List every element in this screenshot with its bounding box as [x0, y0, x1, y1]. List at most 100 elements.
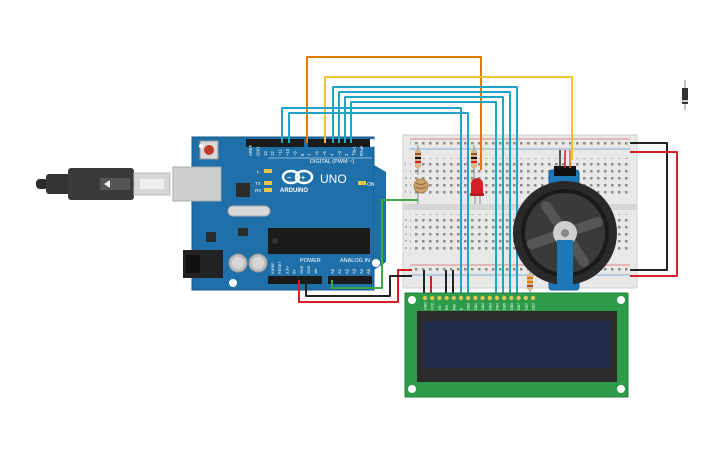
analog-header[interactable] — [328, 276, 372, 284]
usb-cable[interactable] — [36, 168, 171, 200]
lcd-pin[interactable] — [487, 295, 492, 301]
lcd-pin-label: V0 — [438, 306, 442, 310]
lcd-pin[interactable] — [451, 295, 456, 301]
digital-pin-label: ~5 — [322, 151, 327, 156]
wire-orange[interactable] — [306, 56, 482, 170]
diode[interactable] — [682, 80, 688, 110]
analog-pin-label: A0 — [330, 268, 335, 274]
lcd-pin-label: RW — [452, 303, 456, 310]
lcd-pin[interactable] — [458, 295, 464, 301]
wire-red[interactable] — [630, 151, 678, 277]
wire-yellow[interactable] — [324, 76, 573, 160]
row-letter: c — [405, 231, 407, 236]
lcd-pin-label: DB6 — [510, 303, 514, 310]
analog-pin-label: A4 — [359, 268, 364, 274]
mount-hole — [372, 259, 380, 267]
power-label: POWER — [300, 258, 321, 264]
digital-label: DIGITAL (PWM ~) — [310, 159, 354, 165]
photoresistor[interactable] — [413, 178, 429, 204]
row-letter: b — [405, 238, 408, 243]
lcd-pin[interactable] — [466, 295, 471, 301]
top-terminal-strip[interactable] — [410, 158, 630, 194]
l-led — [264, 169, 272, 173]
wire-red[interactable] — [298, 269, 412, 303]
rx-led-label: RX — [255, 188, 261, 193]
lcd-pin-label: DB3 — [488, 303, 492, 310]
rx-led — [264, 188, 272, 192]
red-led[interactable] — [470, 178, 484, 204]
digital-pin-label: ~11 — [278, 149, 283, 156]
wire-green[interactable] — [331, 199, 418, 289]
lcd-pin[interactable] — [430, 295, 435, 301]
digital-pin-label: 2 — [344, 153, 349, 156]
lcd-pin[interactable] — [516, 295, 521, 301]
analog-pin-label: A2 — [344, 268, 349, 274]
lcd-pin[interactable] — [480, 295, 485, 301]
row-letter: g — [405, 182, 407, 187]
digital-pin-label: ~10 — [285, 148, 290, 156]
lcd-pin-label: DB5 — [503, 303, 507, 310]
on-led-label: ON — [367, 182, 375, 188]
svg-text:−: − — [287, 175, 291, 182]
lcd-pin[interactable] — [502, 295, 507, 301]
lcd-pin-label: DB4 — [496, 303, 500, 310]
analog-label: ANALOG IN — [340, 258, 370, 264]
analog-pin-label: A1 — [337, 268, 342, 274]
analog-pin-label: A5 — [366, 268, 371, 274]
mount-hole — [229, 279, 237, 287]
svg-text:+: + — [301, 175, 305, 182]
lcd-pin[interactable] — [509, 295, 514, 301]
lcd-pin[interactable] — [494, 295, 500, 301]
digital-header-left[interactable] — [246, 139, 304, 147]
digital-pin-label: GND — [255, 147, 260, 156]
row-letter: i — [405, 168, 406, 173]
digital-pin-label: ~3 — [337, 151, 342, 156]
lcd-pin-label: DB7 — [517, 303, 521, 310]
tx-led-label: TX — [255, 181, 261, 186]
lcd-pin[interactable] — [422, 295, 428, 301]
row-letter: e — [405, 217, 408, 222]
servo-motor[interactable] — [513, 150, 617, 291]
bottom-power-rail[interactable] — [410, 266, 630, 274]
lcd-pin[interactable] — [473, 295, 478, 301]
power-header[interactable] — [268, 276, 322, 284]
power-pin-label: 5V — [293, 269, 297, 274]
power-pin-label: RESET — [278, 261, 282, 274]
lcd-pin[interactable] — [523, 295, 528, 301]
resistor[interactable] — [415, 145, 421, 175]
lcd-pin-label: LED — [524, 303, 528, 310]
wire-teal[interactable] — [350, 101, 497, 296]
resistor[interactable] — [527, 268, 533, 296]
wire-black[interactable] — [630, 142, 668, 271]
wire-teal[interactable] — [332, 86, 518, 296]
wire-teal[interactable] — [281, 107, 462, 296]
row-letter: h — [405, 175, 407, 180]
lcd-pin[interactable] — [437, 295, 442, 301]
wire-teal[interactable] — [338, 91, 511, 296]
power-pin-label: 3.3V — [285, 266, 289, 274]
digital-pin-label: 7 — [307, 153, 312, 156]
top-power-rail[interactable] — [410, 140, 630, 148]
wire-black[interactable] — [305, 275, 412, 297]
wire-teal[interactable] — [288, 112, 469, 296]
lcd-pin-label: VCC — [431, 302, 435, 310]
lcd-pin-label: DB2 — [481, 303, 485, 310]
lcd-screen — [424, 321, 610, 368]
resistor[interactable] — [471, 145, 477, 178]
lcd-pin-label: DB1 — [474, 303, 478, 310]
lcd-pin[interactable] — [530, 295, 536, 301]
wire-teal[interactable] — [344, 96, 504, 296]
digital-pin-label: ~6 — [315, 151, 320, 156]
brand-text: ARDUINO — [280, 188, 308, 194]
row-letter: a — [405, 245, 408, 250]
lcd-pin[interactable] — [444, 295, 449, 301]
power-pin-label: Vin — [314, 269, 318, 274]
